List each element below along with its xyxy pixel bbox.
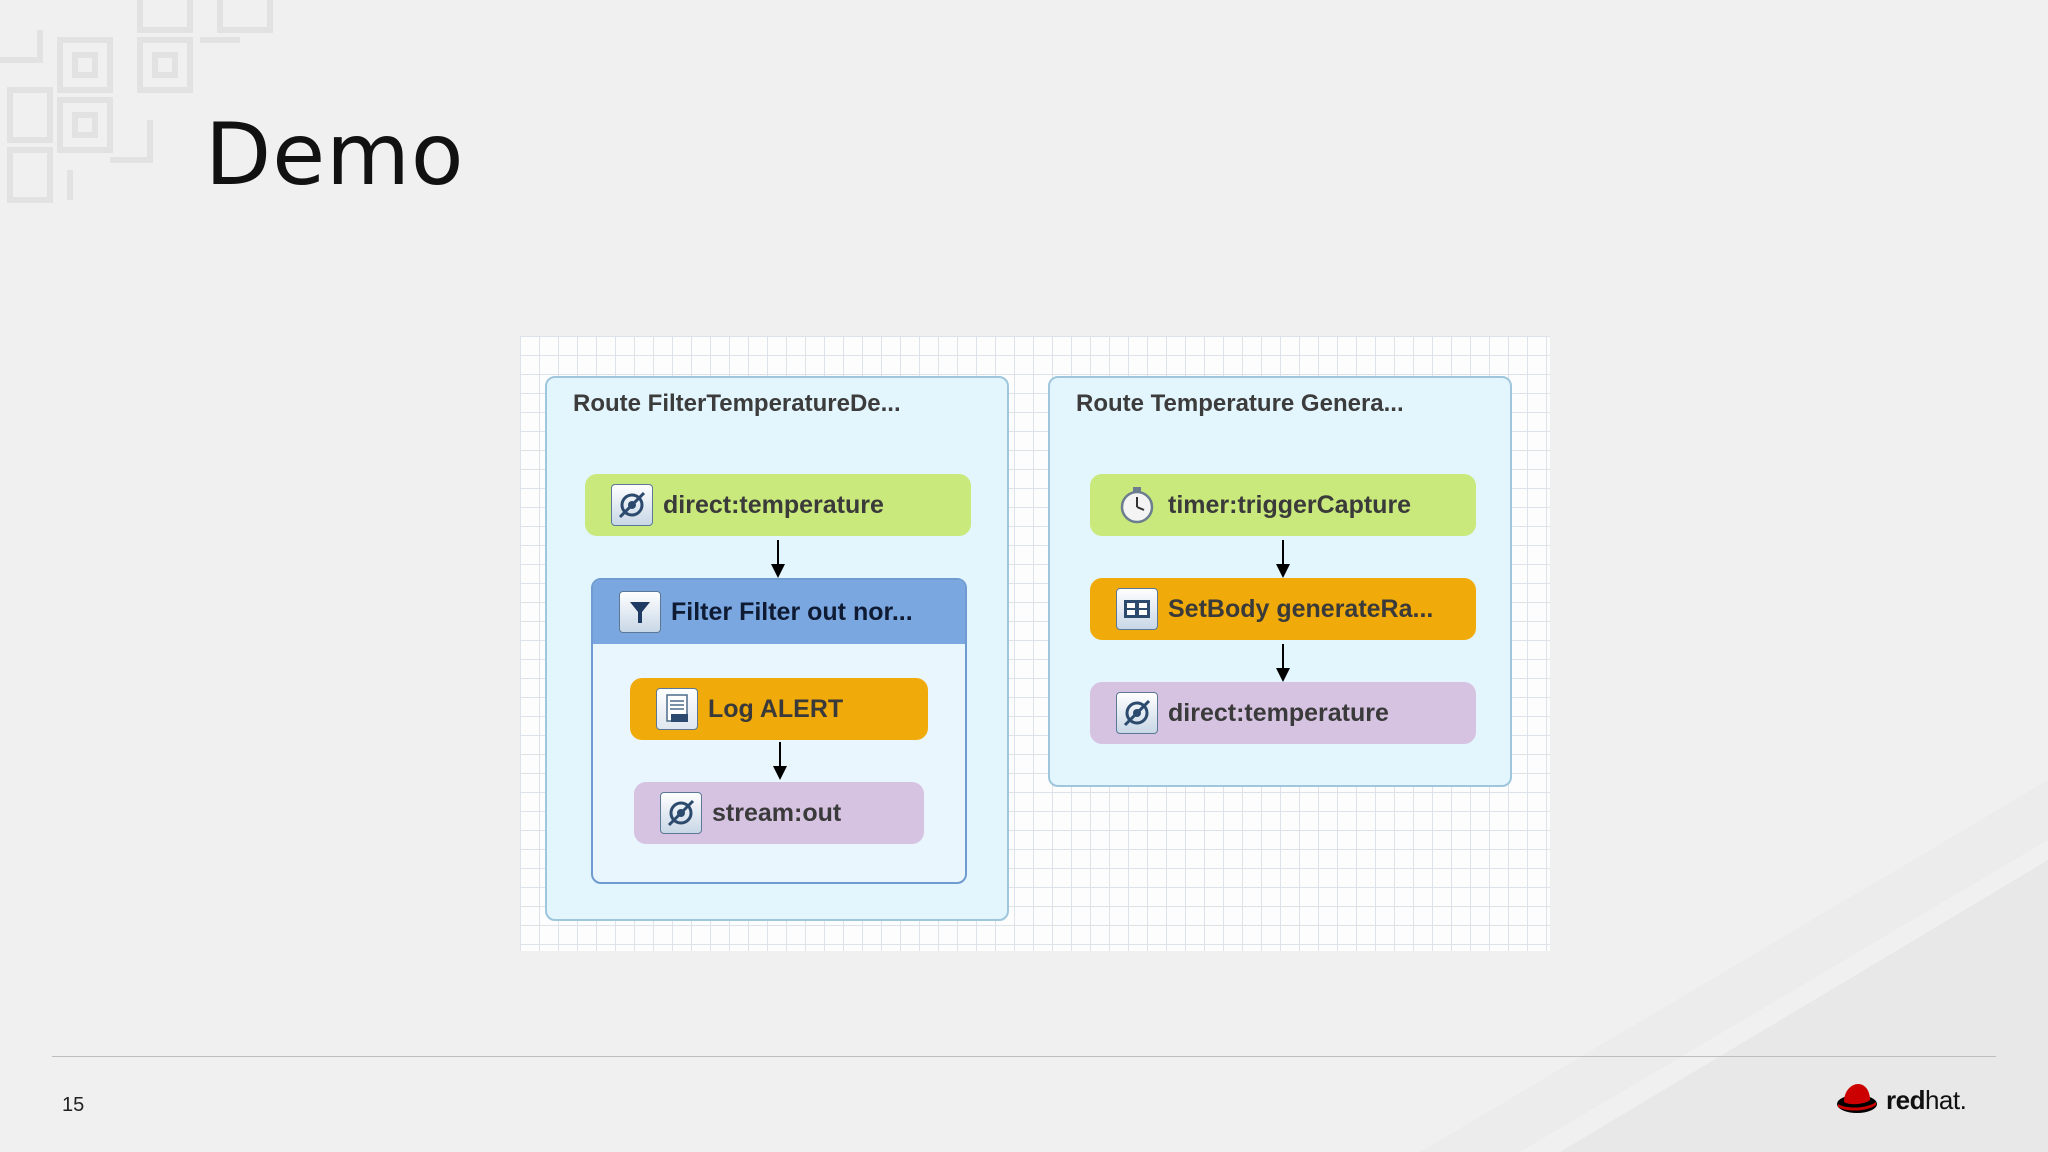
- node-log-alert[interactable]: Log ALERT: [630, 678, 928, 740]
- node-label: SetBody generateRa...: [1168, 594, 1434, 623]
- node-direct-temperature-out[interactable]: direct:temperature: [1090, 682, 1476, 744]
- filter-container[interactable]: Filter Filter out nor... Log ALERT strea…: [591, 578, 967, 884]
- filter-label: Filter Filter out nor...: [671, 597, 913, 626]
- route-title: Route FilterTemperatureDe...: [573, 390, 901, 417]
- flow-arrow: [1276, 644, 1290, 682]
- flow-arrow: [1276, 540, 1290, 578]
- node-label: direct:temperature: [1168, 698, 1389, 727]
- endpoint-icon: [611, 484, 653, 526]
- footer-divider: [52, 1056, 1996, 1057]
- logo-text: redhat.: [1886, 1084, 1967, 1115]
- timer-icon: [1116, 484, 1158, 526]
- node-label: direct:temperature: [663, 490, 884, 519]
- route-temperature-generator[interactable]: Route Temperature Genera... timer:trigge…: [1048, 376, 1512, 787]
- node-setbody-generate[interactable]: SetBody generateRa...: [1090, 578, 1476, 640]
- log-icon: [656, 688, 698, 730]
- node-timer-trigger-capture[interactable]: timer:triggerCapture: [1090, 474, 1476, 536]
- node-direct-temperature[interactable]: direct:temperature: [585, 474, 971, 536]
- node-label: timer:triggerCapture: [1168, 490, 1412, 519]
- corner-pattern-decoration: [0, 0, 273, 203]
- route-diagram-canvas: Route FilterTemperatureDe... direct:temp…: [520, 336, 1550, 951]
- node-stream-out[interactable]: stream:out: [634, 782, 924, 844]
- node-label: Log ALERT: [708, 694, 844, 723]
- page-number: 15: [62, 1094, 85, 1116]
- setbody-icon: [1116, 588, 1158, 630]
- slide-title: Demo: [205, 105, 465, 205]
- redhat-logo: redhat.: [1836, 1082, 1967, 1118]
- flow-arrow: [773, 742, 787, 780]
- shadowman-icon: [1837, 1084, 1877, 1113]
- route-title: Route Temperature Genera...: [1076, 390, 1404, 417]
- filter-header[interactable]: Filter Filter out nor...: [593, 580, 965, 644]
- route-filter-temperature[interactable]: Route FilterTemperatureDe... direct:temp…: [545, 376, 1009, 921]
- filter-icon: [619, 591, 661, 633]
- node-label: stream:out: [712, 798, 842, 827]
- flow-arrow: [771, 540, 785, 578]
- endpoint-icon: [1116, 692, 1158, 734]
- endpoint-icon: [660, 792, 702, 834]
